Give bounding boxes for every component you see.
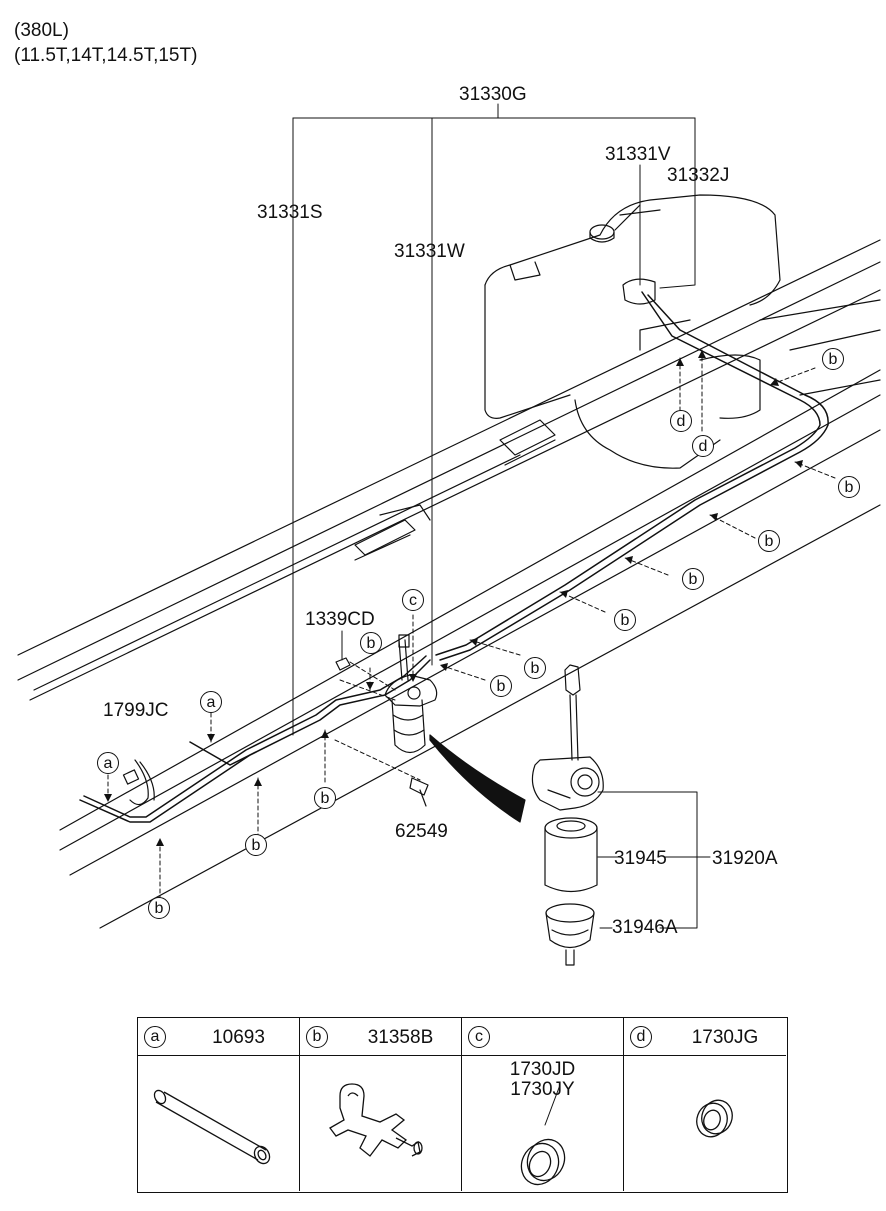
part-1339CD: 1339CD xyxy=(305,609,375,630)
part-31331V: 31331V xyxy=(605,144,671,165)
legend-cell-d: d 1730JG xyxy=(624,1018,786,1191)
legend-cell-c: c 1730JD 1730JY xyxy=(462,1018,624,1191)
legend-key: c xyxy=(468,1026,490,1048)
callout-b-1: b xyxy=(822,348,844,370)
legend-key: a xyxy=(144,1026,166,1048)
callout-b-11: b xyxy=(148,897,170,919)
legend-key: b xyxy=(306,1026,328,1048)
legend-cell-header: c xyxy=(462,1018,623,1056)
callout-d-1: d xyxy=(670,410,692,432)
hose-piece-icon xyxy=(153,1089,271,1165)
cross-members xyxy=(354,419,556,561)
legend-part-number: 1730JG xyxy=(691,1027,759,1048)
part-31946A: 31946A xyxy=(612,917,678,938)
legend-sub-part-1: 1730JD xyxy=(509,1059,576,1080)
legend-cell-a: a 10693 xyxy=(138,1018,300,1191)
callout-b-4: b xyxy=(682,568,704,590)
part-31331S: 31331S xyxy=(257,202,323,223)
bolts xyxy=(335,657,429,807)
leader-lines xyxy=(107,103,836,1126)
legend-cell-header: b 31358B xyxy=(300,1018,461,1056)
model-tonnage-label: (11.5T,14T,14.5T,15T) xyxy=(14,45,198,66)
callout-b-2: b xyxy=(838,476,860,498)
legend-table: a 10693 b 31358B xyxy=(137,1017,788,1193)
callout-b-3: b xyxy=(758,530,780,552)
part-31920A: 31920A xyxy=(712,848,778,869)
legend-sub-part-2: 1730JY xyxy=(510,1079,575,1100)
arrow-heads xyxy=(104,350,803,846)
part-31330G: 31330G xyxy=(459,84,527,105)
part-31945: 31945 xyxy=(614,848,667,869)
callout-a-1: a xyxy=(200,691,222,713)
part-31332J: 31332J xyxy=(667,165,730,186)
frame-rails xyxy=(17,239,881,929)
part-1799JC: 1799JC xyxy=(103,700,169,721)
connector-hose xyxy=(122,759,155,806)
callout-c: c xyxy=(402,589,424,611)
filter-head-detail xyxy=(531,664,604,811)
legend-cell-b: b 31358B xyxy=(300,1018,462,1191)
clip-clamp-icon xyxy=(329,1083,423,1157)
legend-part-number: 10693 xyxy=(212,1027,265,1048)
callout-d-2: d xyxy=(692,435,714,457)
detail-pointer xyxy=(429,734,526,823)
small-filter-assembly xyxy=(384,634,438,754)
filter-cartridge-detail xyxy=(544,817,598,893)
legend-key: d xyxy=(630,1026,652,1048)
rubber-grommet-icon xyxy=(696,1099,733,1138)
callout-b-9: b xyxy=(314,787,336,809)
legend-cell-header: d 1730JG xyxy=(624,1018,786,1056)
legend-cell-header: a 10693 xyxy=(138,1018,299,1056)
model-capacity-label: (380L) xyxy=(14,20,69,41)
callout-b-6: b xyxy=(524,657,546,679)
fuel-lines xyxy=(79,291,829,823)
grommet-ring-icon xyxy=(520,1138,566,1186)
filter-bowl-detail xyxy=(545,903,595,966)
callout-b-7: b xyxy=(490,675,512,697)
legend-part-number: 31358B xyxy=(367,1027,434,1048)
callout-b-8: b xyxy=(360,632,382,654)
callout-b-5: b xyxy=(614,609,636,631)
callout-b-10: b xyxy=(245,834,267,856)
part-62549: 62549 xyxy=(395,821,448,842)
part-31331W: 31331W xyxy=(394,241,465,262)
callout-a-2: a xyxy=(97,752,119,774)
